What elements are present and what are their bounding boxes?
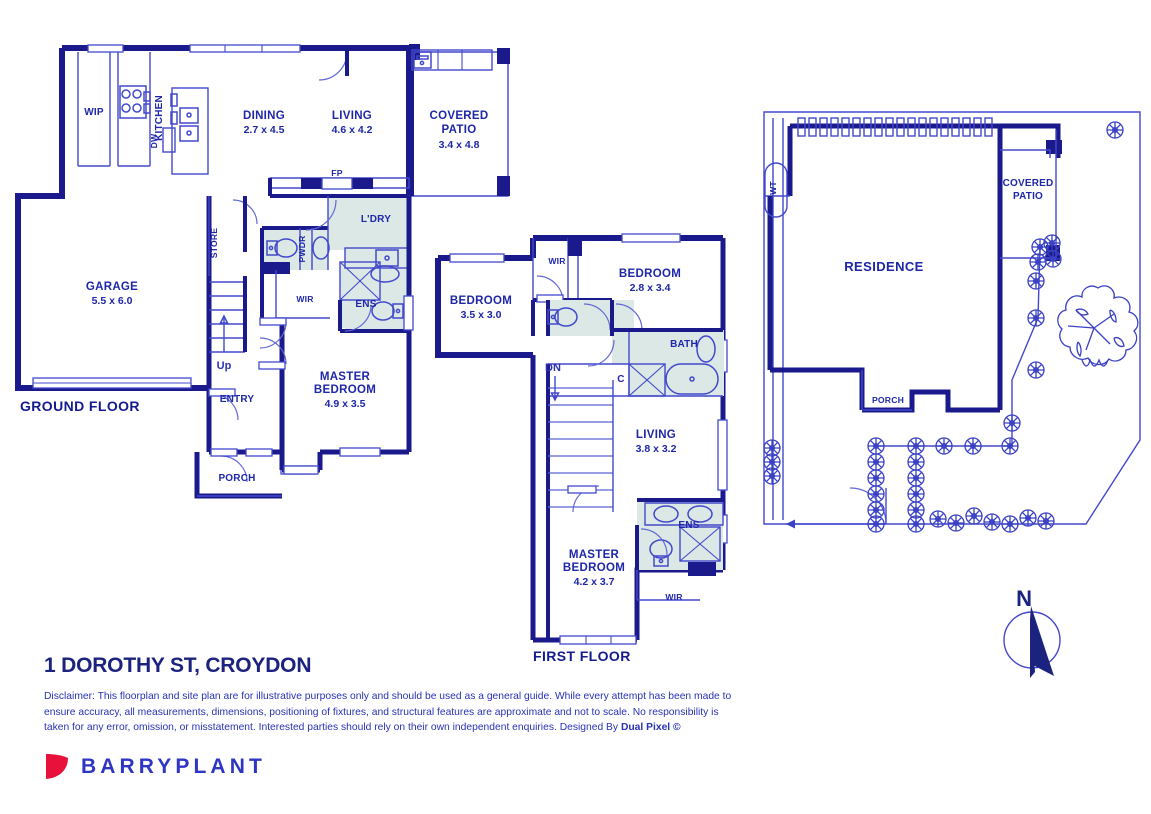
ff-label-wir-bottom: WIR bbox=[665, 592, 683, 602]
gf-dim-covered-patio: 3.4 x 4.8 bbox=[439, 139, 480, 151]
barryplant-logo-icon bbox=[46, 754, 68, 779]
site-label-wt: WT bbox=[768, 181, 778, 195]
gf-label-kitchen: KITCHEN bbox=[154, 95, 165, 141]
first-floor-title: FIRST FLOOR bbox=[533, 648, 631, 664]
gf-label-master-1: MASTER bbox=[320, 371, 371, 383]
gf-label-entry: ENTRY bbox=[220, 394, 255, 405]
compass-rose: N bbox=[1003, 586, 1061, 678]
disclaimer-text: Disclaimer: This floorplan and site plan… bbox=[44, 689, 734, 736]
gf-label-living: LIVING bbox=[332, 110, 372, 122]
gf-label-wip: WIP bbox=[84, 107, 104, 118]
gf-label-fp: FP bbox=[331, 168, 342, 178]
gf-label-ldry: L'DRY bbox=[361, 214, 391, 225]
gf-label-pwdr: PWDR bbox=[297, 235, 307, 263]
compass-north-label: N bbox=[1016, 586, 1032, 611]
ff-label-bath: BATH bbox=[670, 339, 698, 350]
ff-label-master-1: MASTER bbox=[569, 549, 620, 561]
gf-label-porch: PORCH bbox=[218, 473, 255, 484]
site-label-porch: PORCH bbox=[872, 395, 904, 405]
ff-dim-living: 3.8 x 3.2 bbox=[636, 443, 677, 455]
footer-block: 1 DOROTHY ST, CROYDON Disclaimer: This f… bbox=[44, 655, 744, 736]
site-plan-tree bbox=[1057, 285, 1139, 367]
gf-dim-dining: 2.7 x 4.5 bbox=[244, 124, 285, 136]
disclaimer-body: Disclaimer: This floorplan and site plan… bbox=[44, 691, 732, 734]
gf-dim-garage: 5.5 x 6.0 bbox=[92, 295, 133, 307]
ff-stair-dn-label: DN bbox=[545, 362, 561, 374]
gf-dim-master: 4.9 x 3.5 bbox=[325, 398, 366, 410]
gf-dim-living: 4.6 x 4.2 bbox=[332, 124, 373, 136]
disclaimer-designer: Dual Pixel © bbox=[620, 722, 681, 734]
site-plan: RESIDENCE COVERED PATIO WT PORCH bbox=[763, 111, 1141, 533]
site-label-residence: RESIDENCE bbox=[844, 259, 923, 274]
gf-label-covered-patio-1: COVERED bbox=[430, 110, 489, 122]
gf-label-wir: WIR bbox=[296, 294, 314, 304]
ff-label-bedroom3: BEDROOM bbox=[619, 268, 681, 280]
page-title: 1 DOROTHY ST, CROYDON bbox=[44, 654, 312, 677]
brand-name: BARRYPLANT bbox=[81, 755, 266, 778]
gf-stair-up-label: Up bbox=[217, 360, 232, 372]
ff-label-living: LIVING bbox=[636, 429, 676, 441]
site-label-covered-patio-1: COVERED bbox=[1003, 178, 1054, 189]
ground-floor-title: GROUND FLOOR bbox=[20, 398, 140, 414]
gf-label-ens: ENS bbox=[355, 299, 376, 310]
ff-dim-bedroom3: 2.8 x 3.4 bbox=[630, 282, 671, 294]
gf-label-garage: GARAGE bbox=[86, 281, 138, 293]
ground-floor-plan: WIP KITCHEN DW DINING 2.7 x 4.5 LIVING 4… bbox=[15, 44, 510, 499]
brand-logo[interactable]: BARRYPLANT bbox=[44, 753, 266, 780]
first-floor-plan: BEDROOM 3.5 x 3.0 BEDROOM 2.8 x 3.4 WIR … bbox=[435, 233, 728, 664]
site-label-covered-patio-2: PATIO bbox=[1013, 191, 1043, 202]
ff-label-wir-top: WIR bbox=[548, 256, 566, 266]
ff-dim-bedroom2: 3.5 x 3.0 bbox=[461, 309, 502, 321]
gf-label-dw: DW bbox=[149, 133, 159, 148]
gf-label-dining: DINING bbox=[243, 110, 285, 122]
gf-label-covered-patio-2: PATIO bbox=[442, 124, 477, 136]
site-plan-vegetation bbox=[763, 121, 1124, 533]
ff-dim-master: 4.2 x 3.7 bbox=[574, 576, 615, 588]
ff-label-ens: ENS bbox=[678, 520, 699, 531]
gf-label-master-2: BEDROOM bbox=[314, 384, 376, 396]
ff-label-master-2: BEDROOM bbox=[563, 562, 625, 574]
ff-label-c: C bbox=[617, 374, 624, 385]
ff-label-bedroom2: BEDROOM bbox=[450, 295, 512, 307]
gf-label-store: STORE bbox=[209, 228, 219, 259]
